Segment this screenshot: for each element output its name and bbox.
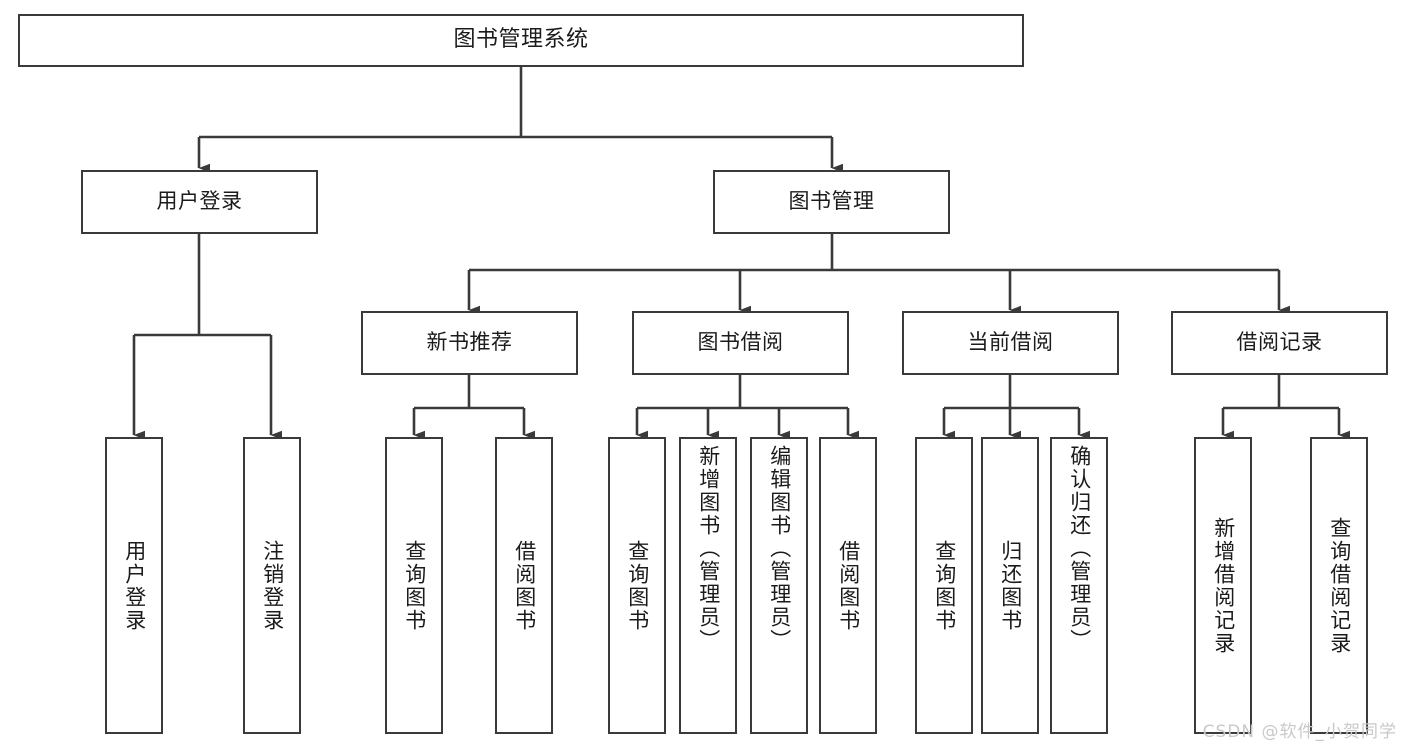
node-label: 图书管理 [788,189,875,214]
node-label: 编辑图书（管理员） [767,445,792,652]
node-label: 新增图书（管理员） [696,445,721,652]
node-root-system[interactable]: 图书管理系统 [18,14,1024,67]
leaf-borrow-book[interactable]: 借阅图书 [819,437,877,734]
leaf-query-book-current[interactable]: 查询图书 [915,437,973,734]
leaf-user-login[interactable]: 用户登录 [105,437,163,734]
node-label: 用户登录 [122,539,147,632]
node-label: 查询图书 [932,539,957,632]
node-label: 借阅图书 [836,539,861,632]
leaf-return-book[interactable]: 归还图书 [981,437,1039,734]
node-book-borrow[interactable]: 图书借阅 [632,311,849,375]
node-label: 当前借阅 [967,330,1054,355]
node-label: 借阅图书 [512,539,537,632]
node-current-borrow[interactable]: 当前借阅 [902,311,1119,375]
leaf-query-book-recommend[interactable]: 查询图书 [385,437,443,734]
node-label: 注销登录 [260,539,285,632]
node-label: 借阅记录 [1236,330,1323,355]
leaf-add-borrow-record[interactable]: 新增借阅记录 [1194,437,1252,734]
leaf-query-book-borrow[interactable]: 查询图书 [608,437,666,734]
node-label: 用户登录 [156,189,243,214]
node-label: 查询图书 [402,539,427,632]
node-label: 查询借阅记录 [1327,516,1352,655]
leaf-logout[interactable]: 注销登录 [243,437,301,734]
leaf-query-borrow-record[interactable]: 查询借阅记录 [1310,437,1368,734]
node-label: 归还图书 [998,539,1023,632]
node-label: 新书推荐 [426,330,513,355]
node-new-book-recommend[interactable]: 新书推荐 [361,311,578,375]
node-label: 查询图书 [625,539,650,632]
leaf-add-book-admin[interactable]: 新增图书（管理员） [679,437,737,734]
node-book-management[interactable]: 图书管理 [713,170,950,234]
node-user-login[interactable]: 用户登录 [81,170,318,234]
leaf-confirm-return-admin[interactable]: 确认归还（管理员） [1050,437,1108,734]
leaf-borrow-book-recommend[interactable]: 借阅图书 [495,437,553,734]
node-label: 图书借阅 [697,330,784,355]
node-label: 确认归还（管理员） [1067,445,1092,652]
leaf-edit-book-admin[interactable]: 编辑图书（管理员） [750,437,808,734]
node-borrow-record[interactable]: 借阅记录 [1171,311,1388,375]
node-label: 新增借阅记录 [1211,516,1236,655]
node-label: 图书管理系统 [453,27,589,53]
csdn-watermark: CSDN @软件_小贺同学 [1202,722,1397,742]
